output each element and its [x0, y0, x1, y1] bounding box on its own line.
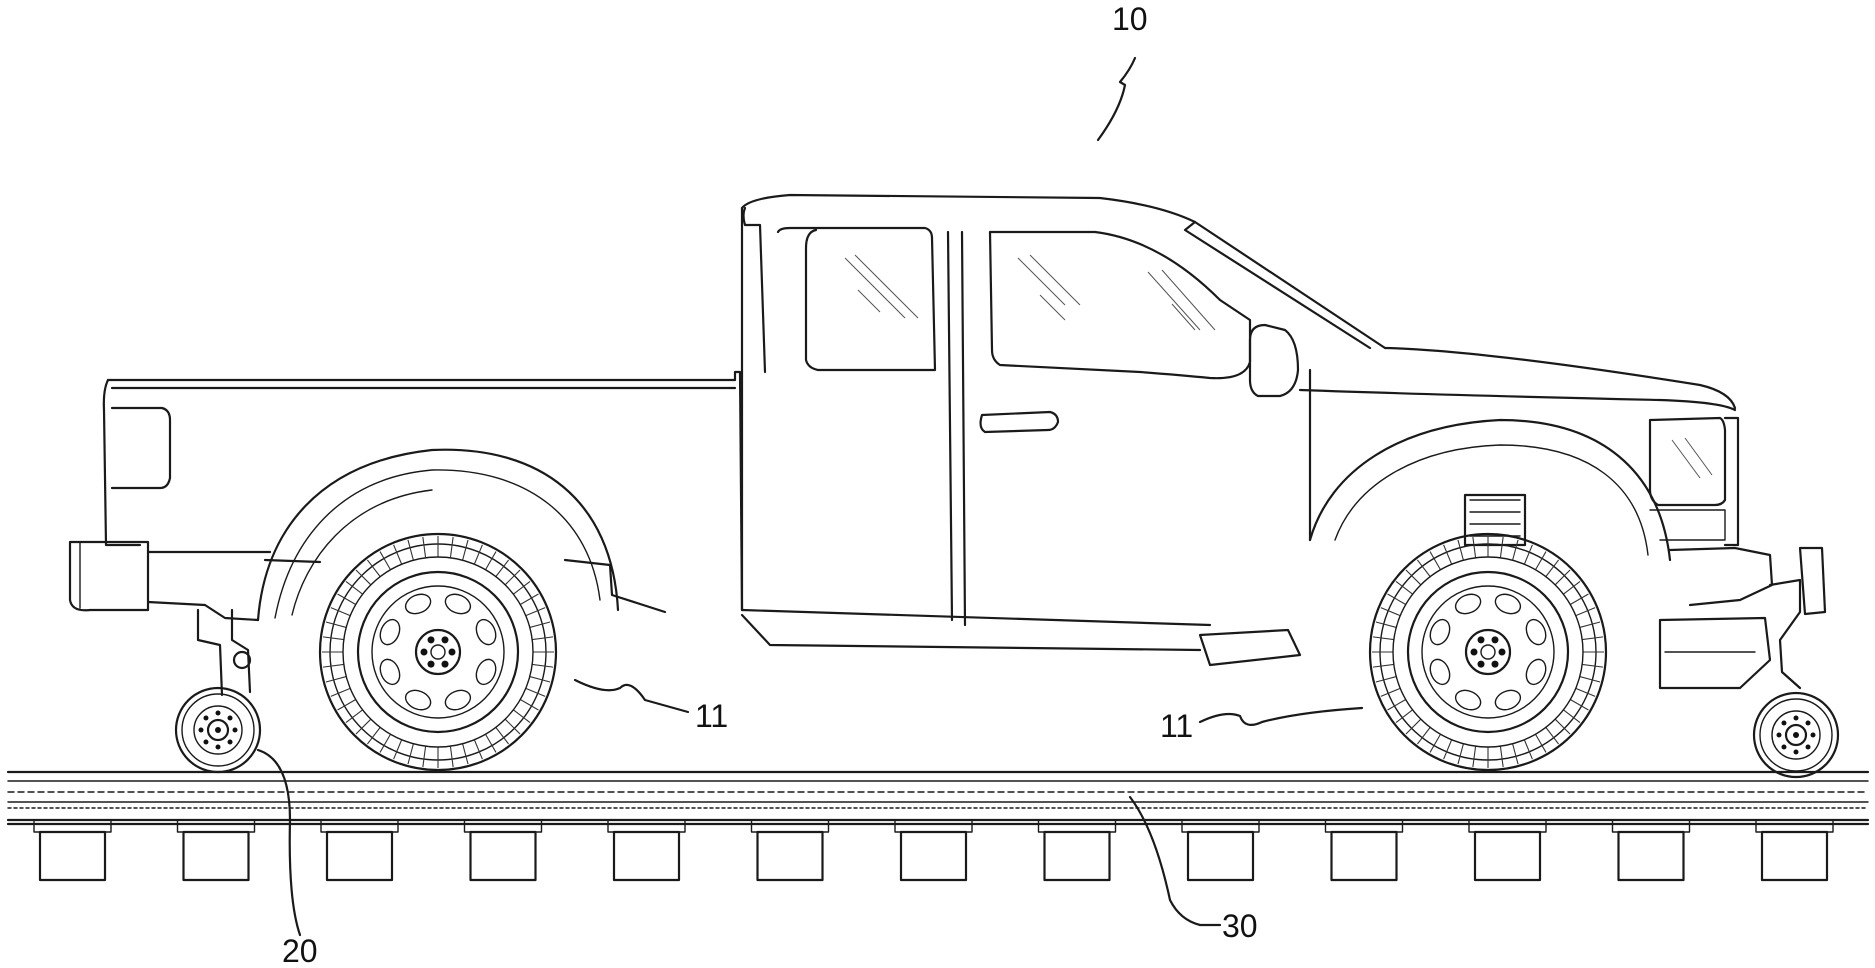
rail-tie — [1613, 820, 1690, 880]
rail-tie — [1756, 820, 1833, 880]
ref-30: 30 — [1222, 908, 1258, 944]
ref-20: 20 — [282, 933, 318, 968]
front-rail-guide-wheel — [1754, 693, 1838, 777]
leader-lines — [258, 58, 1362, 935]
rail-track — [8, 772, 1868, 824]
ref-10: 10 — [1112, 1, 1148, 37]
road-wheels — [320, 534, 1606, 770]
rear-rail-guide-wheel — [176, 688, 260, 772]
ref-11-rear: 11 — [695, 698, 728, 734]
rail-tie — [465, 820, 542, 880]
leader-11-rear — [575, 680, 688, 712]
rail-tie — [34, 820, 111, 880]
ref-11-front: 11 — [1160, 708, 1193, 744]
rail-tie — [1182, 820, 1259, 880]
rail-tie — [895, 820, 972, 880]
front-road-wheel — [1370, 534, 1606, 770]
rear-rail-gear — [198, 610, 250, 695]
rail-tie — [1039, 820, 1116, 880]
rail-tie — [1326, 820, 1403, 880]
leader-11-front — [1200, 708, 1362, 725]
leader-10 — [1098, 58, 1135, 140]
leader-20 — [258, 750, 300, 935]
leader-30 — [1130, 797, 1220, 925]
rail-tie — [608, 820, 685, 880]
truck-body — [70, 195, 1825, 688]
rail-tie — [1469, 820, 1546, 880]
rail-guide-wheels — [176, 688, 1838, 777]
rail-tie — [752, 820, 829, 880]
rail-tie — [178, 820, 255, 880]
rail-tie — [321, 820, 398, 880]
rear-road-wheel — [320, 534, 556, 770]
railroad-ties — [34, 820, 1833, 880]
